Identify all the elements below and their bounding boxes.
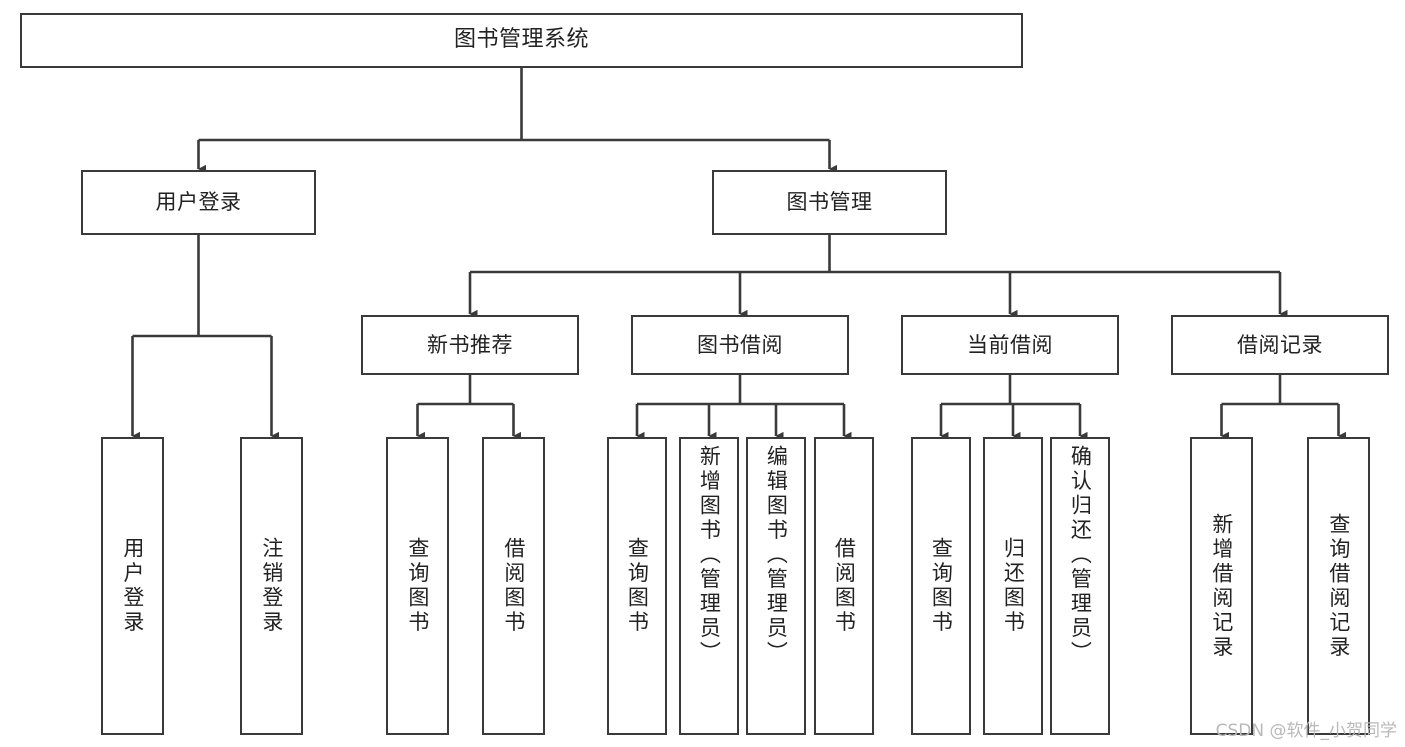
node-leaf-cur-return[interactable]: 归还图书: [983, 437, 1043, 735]
node-leaf-rec-borrow[interactable]: 借阅图书: [482, 437, 545, 735]
node-leaf-user-logout[interactable]: 注销登录: [240, 437, 303, 735]
node-label-book-borrow: 图书借阅: [697, 332, 783, 357]
node-label-leaf-rec-borrow: 借阅图书: [501, 537, 526, 635]
node-label-leaf-rec-query2: 查询借阅记录: [1326, 512, 1351, 660]
node-label-current-borrow: 当前借阅: [967, 332, 1053, 357]
node-book-borrow[interactable]: 图书借阅: [631, 315, 849, 375]
node-label-leaf-cur-confirm: 确认归还（管理员）: [1068, 445, 1093, 666]
node-label-borrow-record: 借阅记录: [1237, 332, 1323, 357]
node-leaf-cur-query[interactable]: 查询图书: [911, 437, 971, 735]
node-label-leaf-user-login: 用户登录: [120, 537, 145, 635]
node-label-leaf-cur-query: 查询图书: [929, 537, 954, 635]
node-leaf-rec-query[interactable]: 查询图书: [386, 437, 449, 735]
node-borrow-record[interactable]: 借阅记录: [1171, 315, 1389, 375]
node-label-leaf-cur-return: 归还图书: [1001, 537, 1026, 635]
node-leaf-user-login[interactable]: 用户登录: [101, 437, 164, 735]
node-leaf-rec-query2[interactable]: 查询借阅记录: [1307, 437, 1370, 735]
node-label-leaf-rec-query: 查询图书: [405, 537, 430, 635]
node-label-leaf-borrow-add: 新增图书（管理员）: [697, 445, 722, 666]
node-label-new-book-rec: 新书推荐: [427, 332, 513, 357]
node-label-leaf-borrow-lend: 借阅图书: [832, 537, 857, 635]
node-new-book-rec[interactable]: 新书推荐: [361, 315, 579, 375]
node-leaf-borrow-edit[interactable]: 编辑图书（管理员）: [746, 437, 806, 735]
node-current-borrow[interactable]: 当前借阅: [901, 315, 1119, 375]
node-leaf-borrow-lend[interactable]: 借阅图书: [814, 437, 874, 735]
node-user-login[interactable]: 用户登录: [81, 170, 316, 235]
node-label-leaf-user-logout: 注销登录: [259, 537, 284, 635]
node-leaf-cur-confirm[interactable]: 确认归还（管理员）: [1050, 437, 1110, 735]
node-label-root: 图书管理系统: [453, 27, 589, 53]
node-leaf-borrow-query[interactable]: 查询图书: [607, 437, 667, 735]
node-label-book-manage: 图书管理: [786, 190, 873, 215]
node-label-leaf-borrow-query: 查询图书: [625, 537, 650, 635]
node-root[interactable]: 图书管理系统: [20, 13, 1023, 68]
node-leaf-rec-add[interactable]: 新增借阅记录: [1190, 437, 1253, 735]
node-book-manage[interactable]: 图书管理: [712, 170, 947, 235]
watermark: CSDN @软件_小贺同学: [1215, 721, 1397, 741]
node-leaf-borrow-add[interactable]: 新增图书（管理员）: [679, 437, 739, 735]
node-label-user-login: 用户登录: [155, 190, 242, 215]
node-label-leaf-rec-add: 新增借阅记录: [1209, 512, 1234, 660]
node-label-leaf-borrow-edit: 编辑图书（管理员）: [764, 445, 789, 666]
